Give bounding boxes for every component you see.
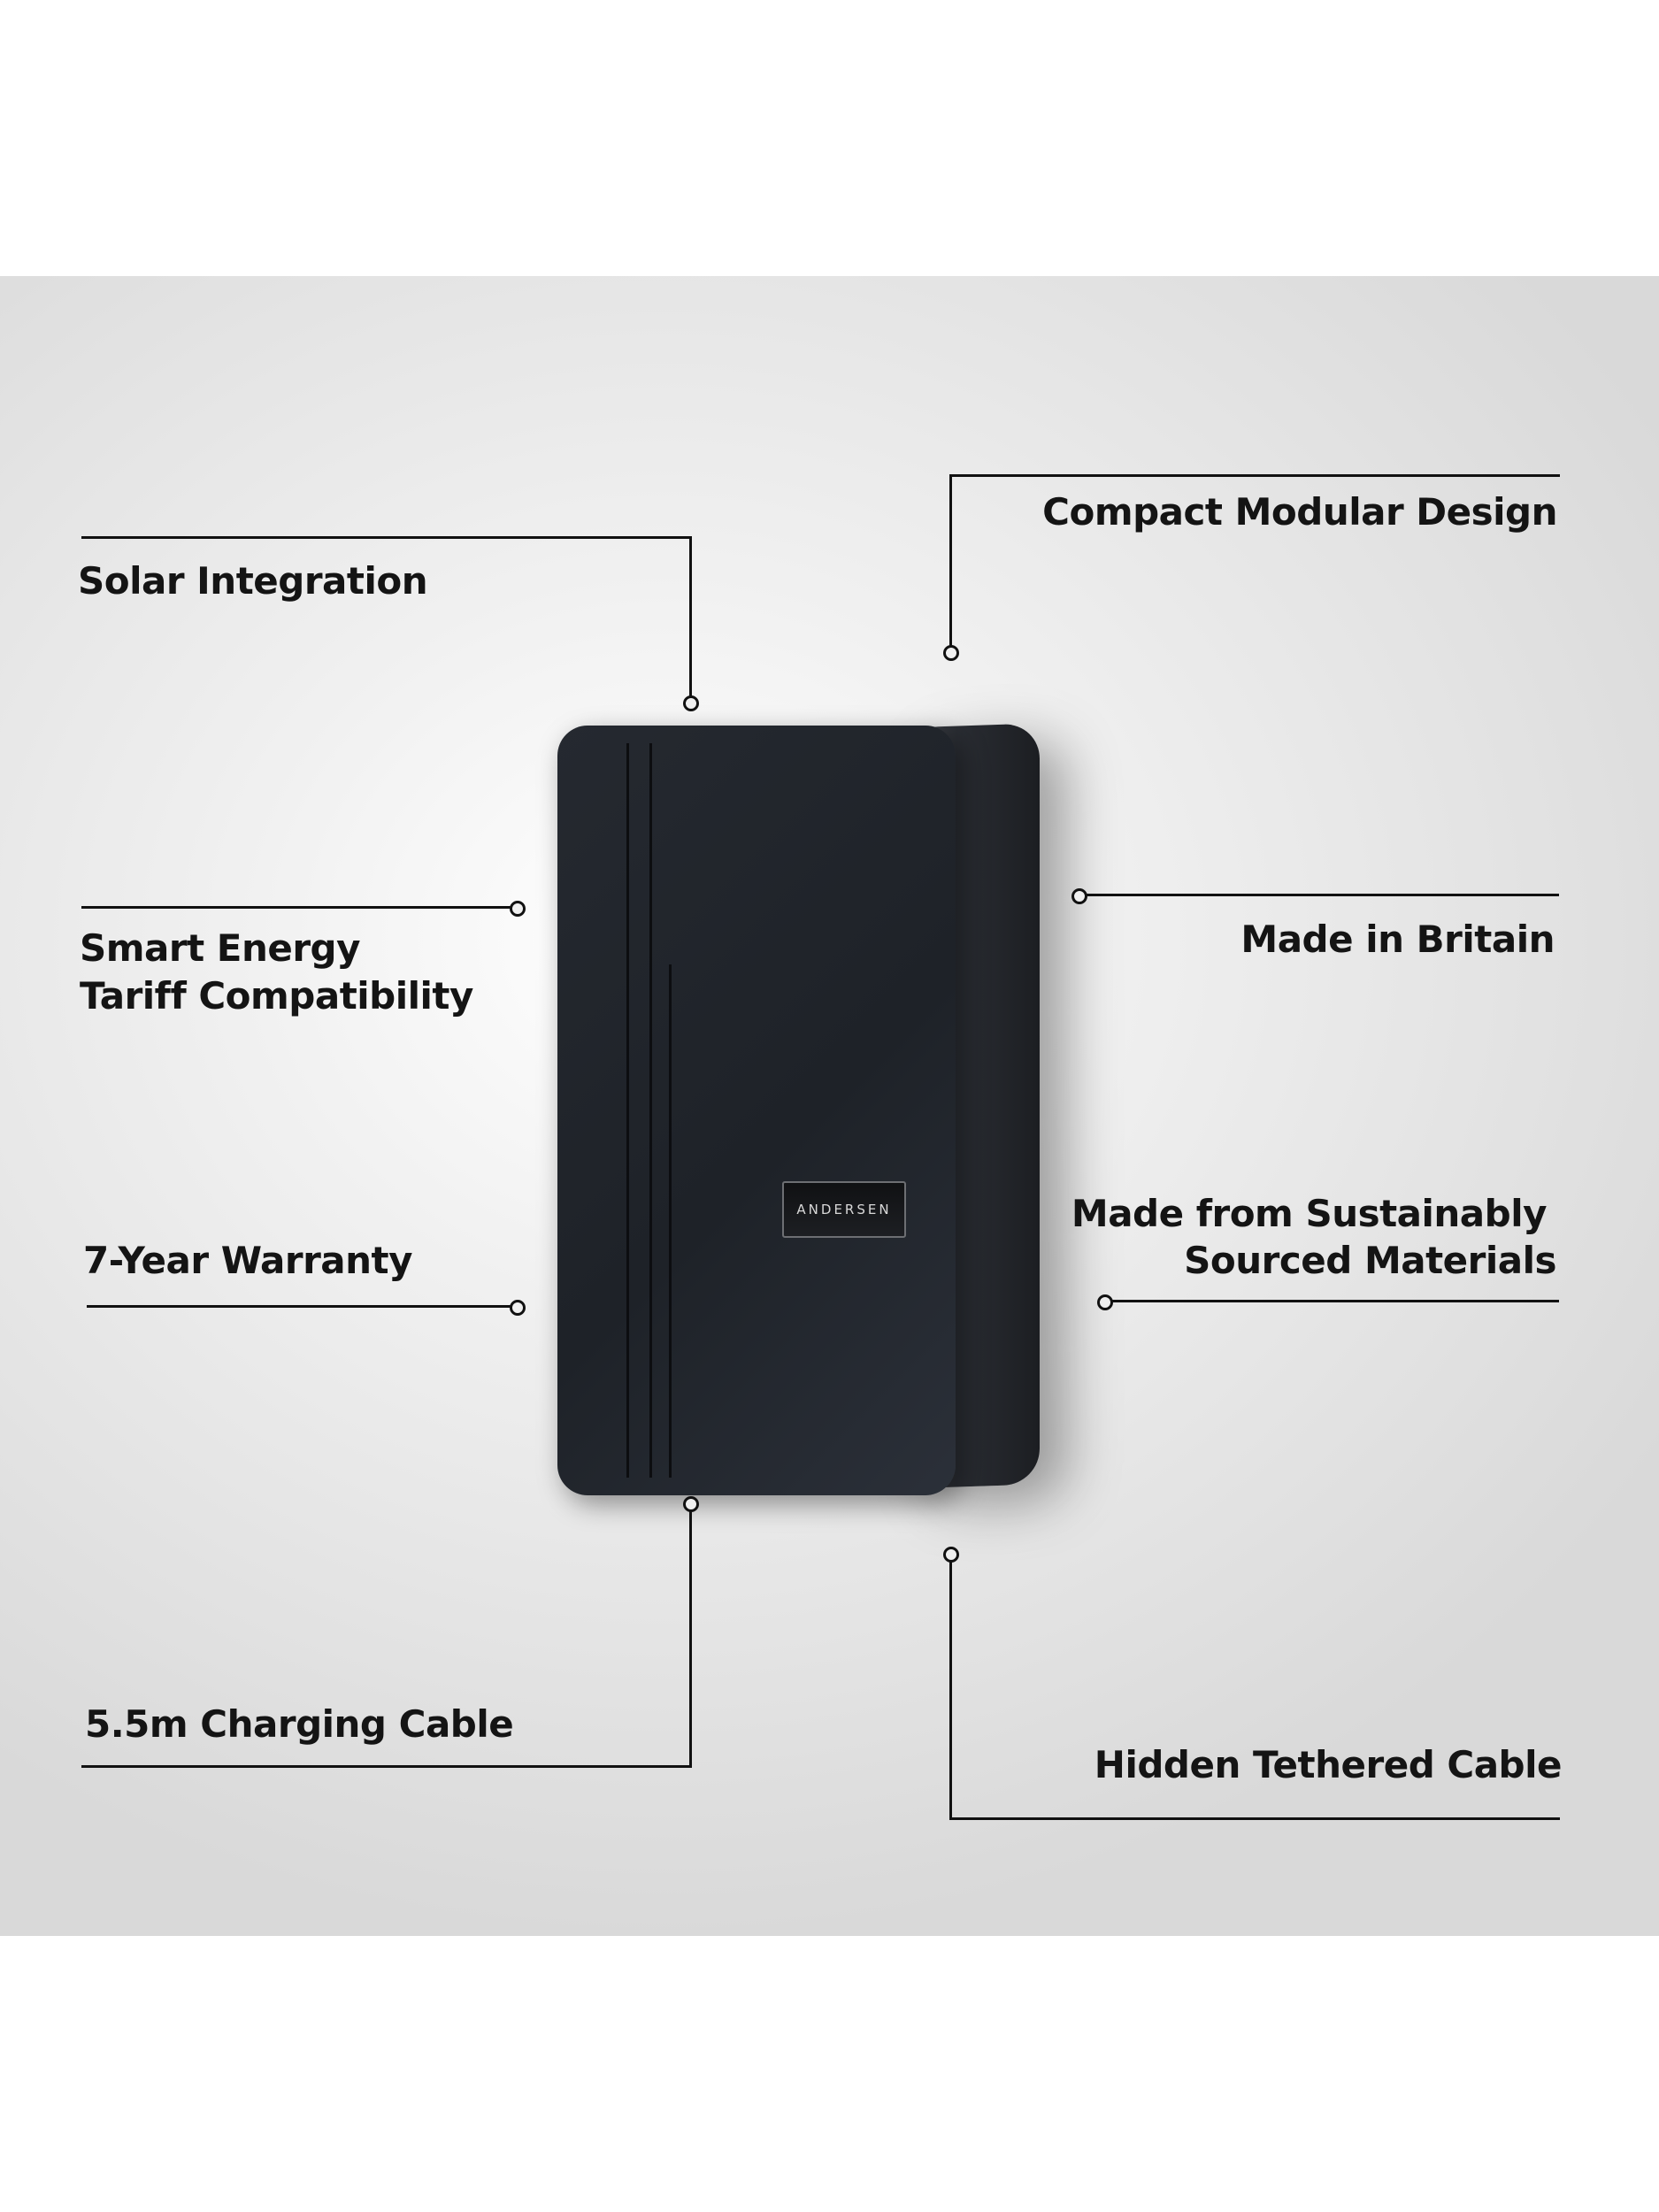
callout-line	[949, 474, 952, 651]
feature-warranty: 7-Year Warranty	[83, 1239, 413, 1282]
charger-groove	[669, 964, 672, 1478]
feature-made-in-britain: Made in Britain	[1240, 918, 1555, 961]
charger-groove	[626, 743, 629, 1478]
callout-line	[1085, 894, 1559, 896]
callout-dot	[943, 645, 959, 661]
feature-sustainable-line1: Made from Sustainably	[1071, 1192, 1548, 1235]
callout-dot	[510, 901, 526, 917]
callout-dot	[683, 695, 699, 711]
callout-dot	[1071, 888, 1087, 904]
callout-line	[949, 1560, 952, 1820]
callout-line	[81, 1765, 692, 1768]
feature-smart-energy-line2: Tariff Compatibility	[80, 974, 473, 1018]
callout-line	[949, 474, 1560, 477]
callout-dot	[510, 1300, 526, 1316]
feature-compact-modular-design: Compact Modular Design	[1042, 490, 1557, 534]
callout-line	[689, 1509, 692, 1768]
callout-line	[81, 906, 515, 909]
feature-hidden-tethered-cable: Hidden Tethered Cable	[1094, 1743, 1563, 1786]
callout-dot	[1097, 1294, 1113, 1310]
callout-line	[87, 1305, 515, 1308]
feature-sustainable-line2: Sourced Materials	[1184, 1239, 1556, 1282]
callout-line	[689, 536, 692, 701]
callout-line	[949, 1817, 1560, 1820]
callout-line	[1110, 1300, 1559, 1302]
feature-smart-energy-line1: Smart Energy	[80, 926, 361, 970]
charger-front-panel	[557, 726, 956, 1495]
feature-solar-integration: Solar Integration	[78, 559, 428, 603]
charger-groove	[649, 743, 652, 1478]
feature-charging-cable: 5.5m Charging Cable	[85, 1702, 514, 1746]
brand-badge: ANDERSEN	[782, 1181, 906, 1238]
callout-line	[81, 536, 692, 539]
